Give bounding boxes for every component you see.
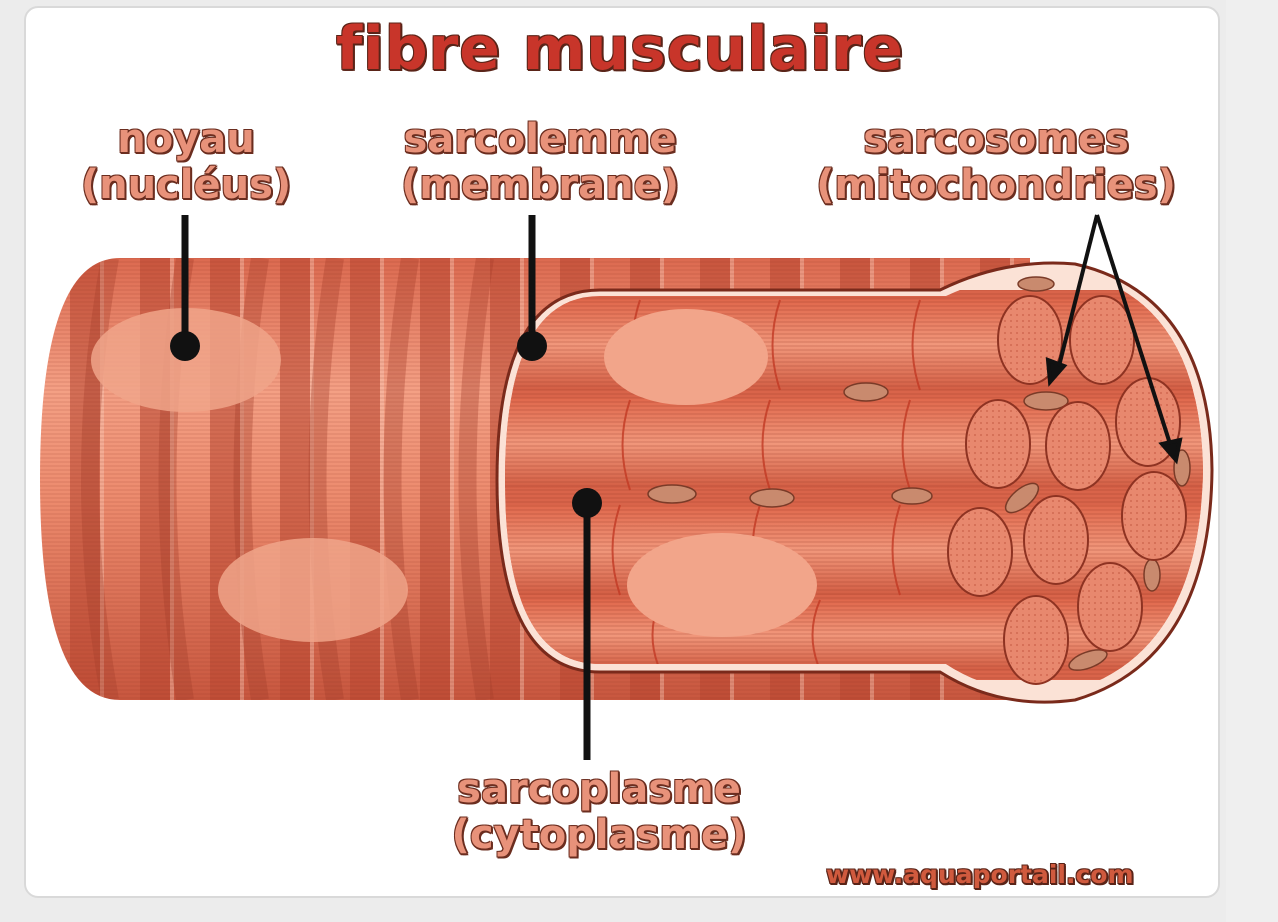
- label-sarcosomes-line2: (mitochondries): [816, 162, 1176, 208]
- label-noyau-line2: (nucléus): [80, 162, 292, 208]
- label-sarcolemme: sarcolemme (membrane): [372, 116, 708, 208]
- label-noyau-line1: noyau: [117, 116, 255, 162]
- side-bar: [1226, 0, 1278, 922]
- pointer-sarcoplasme: [572, 488, 602, 760]
- pointer-sarcosomes: [1045, 214, 1183, 465]
- myofibril-bundle: [505, 276, 1203, 685]
- website-watermark: www.aquaportail.com: [826, 860, 1134, 889]
- label-sarcoplasme-line2: (cytoplasme): [451, 812, 747, 858]
- pointer-noyau: [170, 215, 200, 361]
- label-sarcosomes-line1: sarcosomes: [863, 116, 1129, 162]
- label-sarcosomes: sarcosomes (mitochondries): [784, 116, 1208, 208]
- label-noyau: noyau (nucléus): [58, 116, 314, 208]
- pointer-sarcolemme: [517, 215, 547, 361]
- label-sarcolemme-line1: sarcolemme: [403, 116, 677, 162]
- label-sarcoplasme-line1: sarcoplasme: [457, 766, 741, 812]
- diagram-title: fibre musculaire: [336, 14, 904, 84]
- label-sarcolemme-line2: (membrane): [400, 162, 679, 208]
- nucleus-outer-2: [218, 538, 408, 642]
- label-sarcoplasme: sarcoplasme (cytoplasme): [426, 766, 772, 858]
